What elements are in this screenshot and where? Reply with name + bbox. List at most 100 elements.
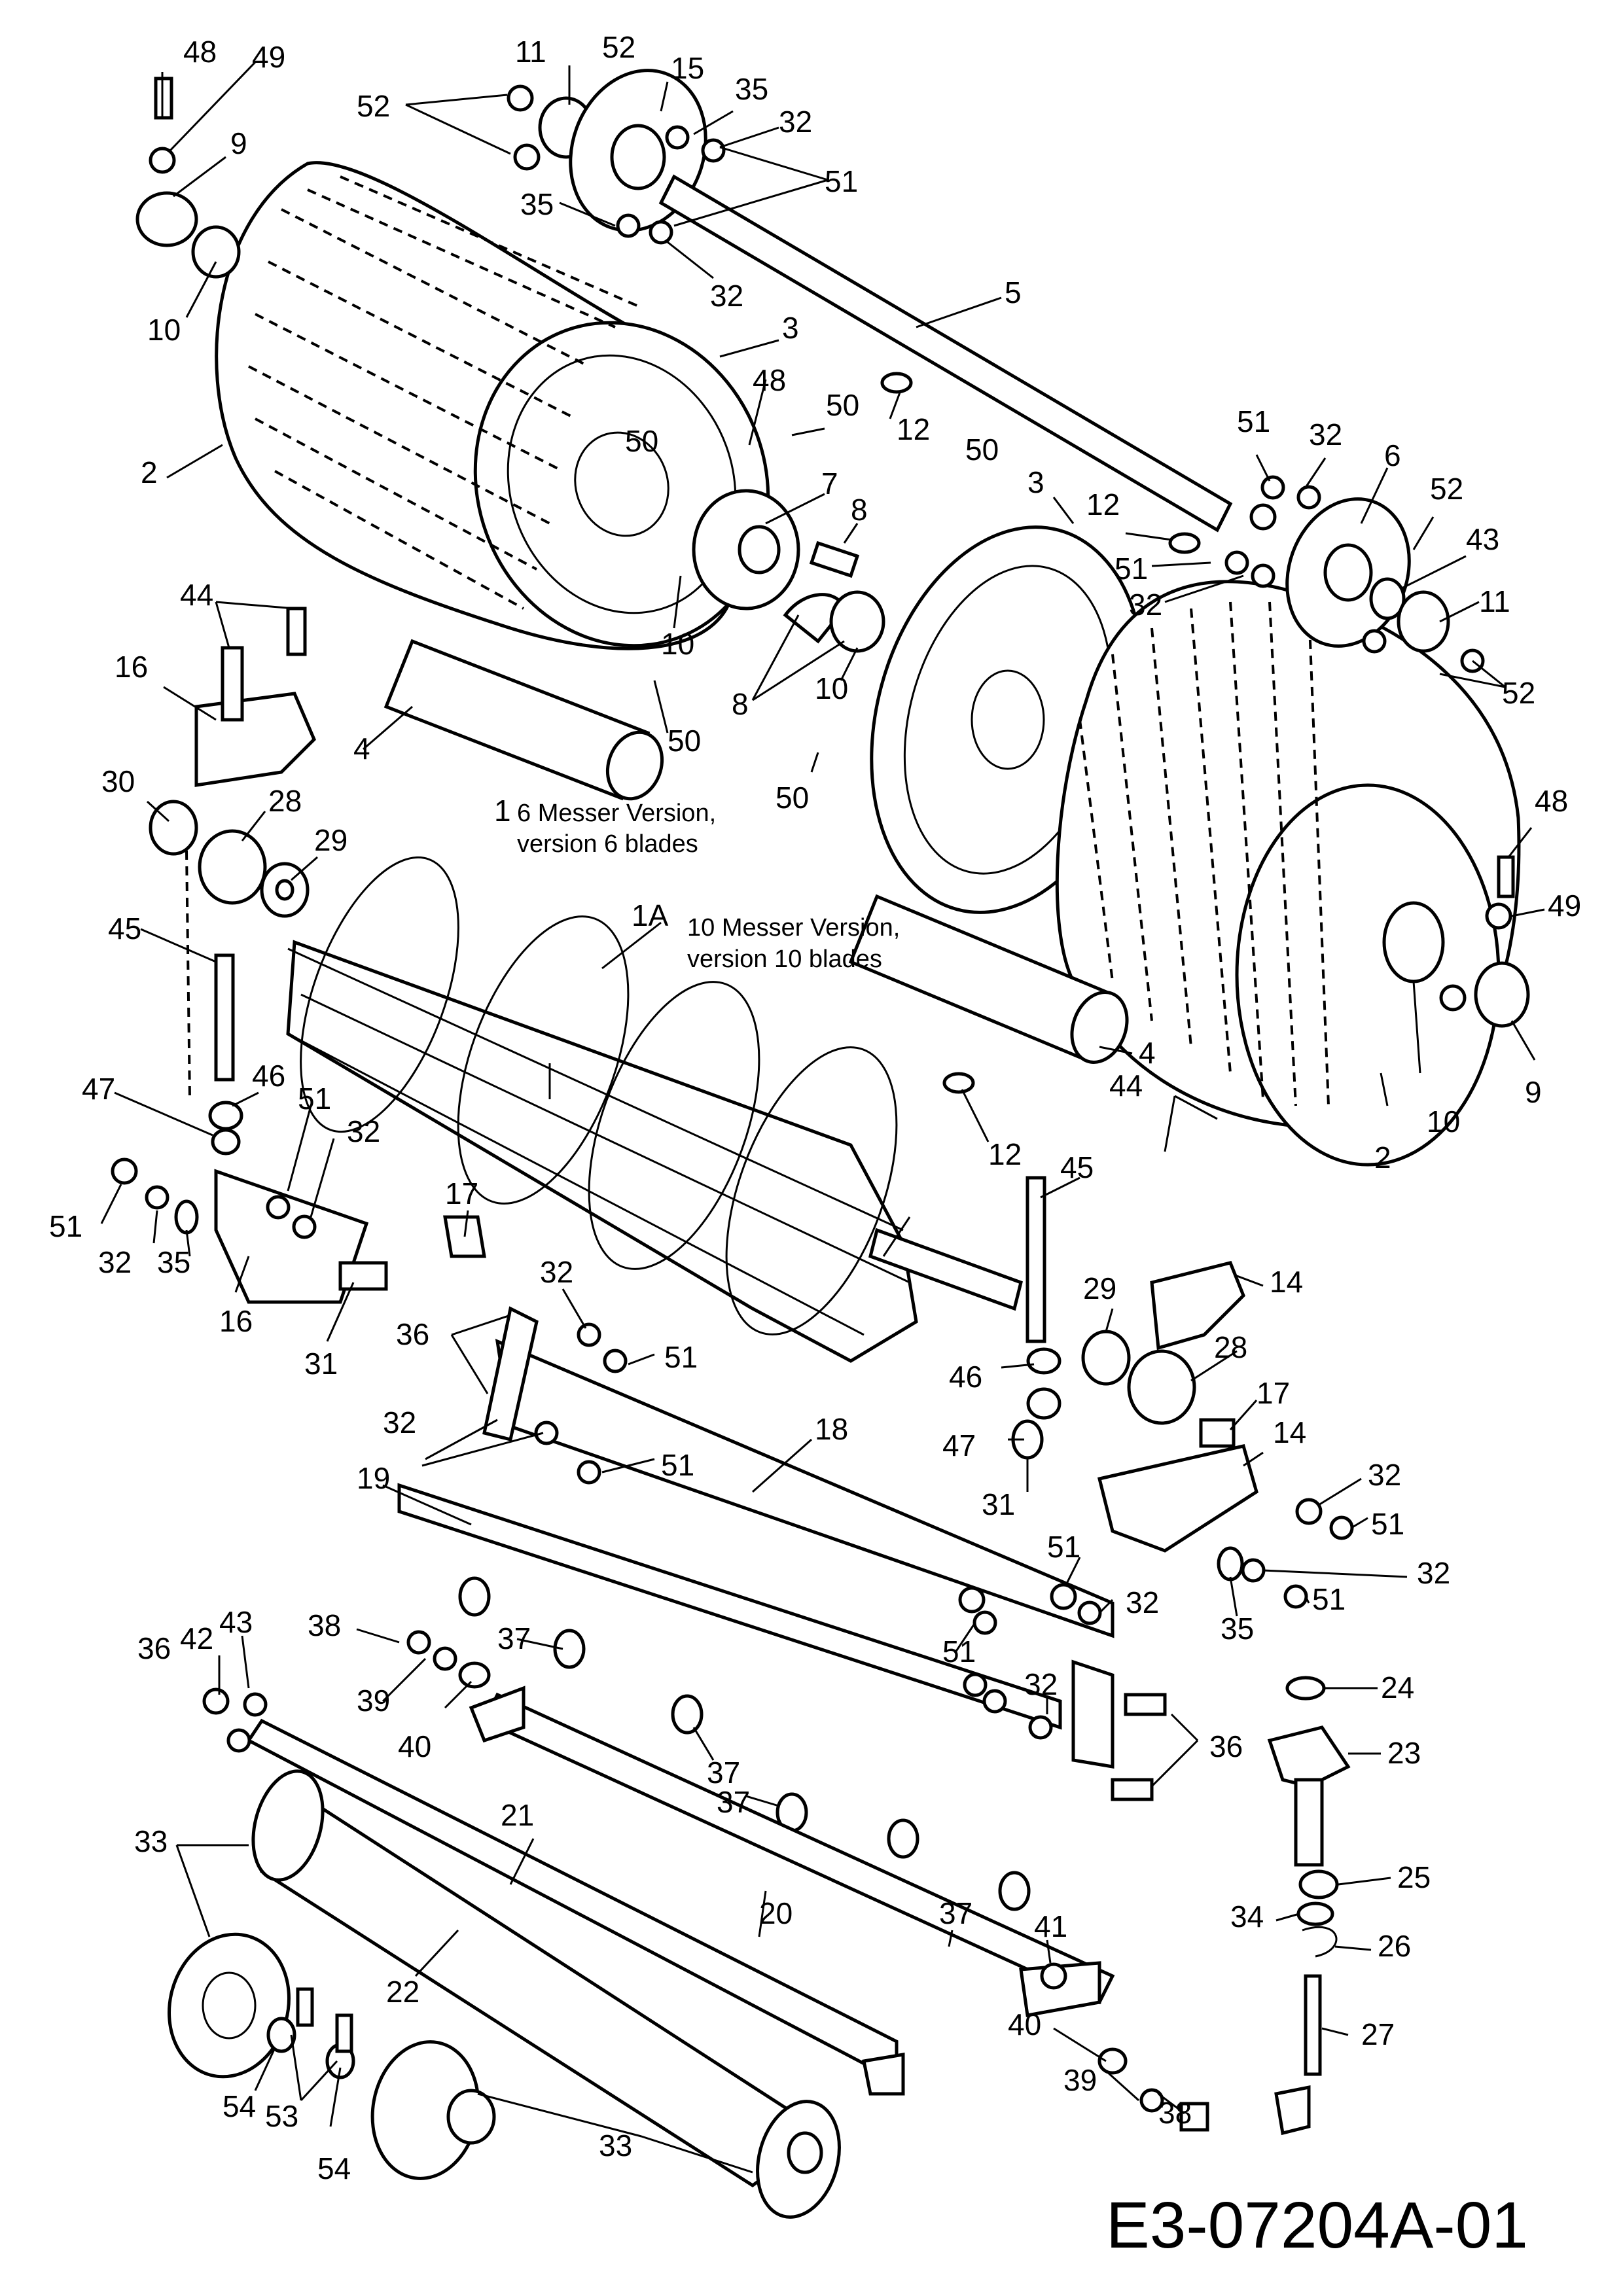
callout-label: 38 bbox=[1158, 2096, 1192, 2130]
callout-label: 51 bbox=[1047, 1530, 1080, 1564]
drawing-code: E3-07204A-01 bbox=[1106, 2189, 1528, 2262]
callout-label: 29 bbox=[314, 823, 348, 857]
callout-label: 32 bbox=[1309, 417, 1342, 451]
callout-label: 18 bbox=[815, 1412, 848, 1446]
callout-label: 38 bbox=[308, 1608, 341, 1642]
callout-label: 23 bbox=[1387, 1736, 1421, 1770]
callout-label: 11 bbox=[1479, 584, 1510, 618]
callout-label: 27 bbox=[1361, 2017, 1395, 2051]
callout-label: 50 bbox=[625, 424, 658, 458]
bearing-set-left bbox=[111, 607, 486, 1304]
callout-label: 32 bbox=[1024, 1667, 1058, 1701]
callout-label: 54 bbox=[317, 2151, 351, 2185]
callout-label: 6 bbox=[1384, 438, 1401, 472]
callout-label: 37 bbox=[497, 1621, 531, 1655]
callout-label: 44 bbox=[180, 578, 213, 612]
callout-label: 33 bbox=[134, 1824, 168, 1858]
callout-label: 16 bbox=[115, 650, 148, 684]
callout-label: 43 bbox=[1466, 522, 1499, 556]
callout-label: 3 bbox=[1027, 465, 1044, 499]
callout-label: 28 bbox=[1214, 1330, 1247, 1364]
roller-end-caps bbox=[168, 1932, 496, 2180]
callout-label: 11 bbox=[515, 35, 546, 69]
callout-label: 50 bbox=[965, 433, 999, 467]
callout-label: 12 bbox=[988, 1137, 1022, 1171]
callout-label: 35 bbox=[1221, 1612, 1254, 1646]
callout-label: 46 bbox=[252, 1059, 285, 1093]
bottom-small-parts bbox=[202, 1630, 1209, 2132]
callout-label: 45 bbox=[1060, 1150, 1094, 1184]
callout-label: 39 bbox=[1063, 2063, 1097, 2097]
note-6-blade-en: version 6 blades bbox=[517, 830, 698, 858]
callout-label: 10 bbox=[661, 627, 694, 661]
callout-label: 48 bbox=[183, 35, 217, 69]
callout-labels: 48 49 9 10 11 52 52 15 35 32 51 35 32 5 … bbox=[49, 30, 1581, 2185]
callout-label: 5 bbox=[1005, 275, 1022, 309]
callout-label: 36 bbox=[396, 1317, 429, 1351]
callout-label: 52 bbox=[1502, 676, 1535, 710]
callout-label: 32 bbox=[540, 1255, 573, 1289]
callout-label: 53 bbox=[265, 2099, 298, 2133]
callout-label: 51 bbox=[1237, 404, 1270, 438]
callout-label: 12 bbox=[1086, 487, 1120, 521]
callout-label: 7 bbox=[821, 467, 838, 501]
callout-label: 51 bbox=[825, 164, 858, 198]
tube-4-right bbox=[848, 894, 1129, 1064]
callout-label: 9 bbox=[230, 126, 247, 160]
bearing-set-right bbox=[1011, 1176, 1354, 1625]
callout-label: 3 bbox=[782, 311, 799, 345]
callout-label: 49 bbox=[252, 40, 285, 74]
callout-label: 51 bbox=[1312, 1582, 1346, 1616]
reel-version-notes: 1 6 Messer Version, version 6 blades 1A … bbox=[494, 794, 900, 973]
callout-label: 48 bbox=[1535, 784, 1568, 818]
callout-label: 43 bbox=[219, 1605, 253, 1639]
callout-label: 14 bbox=[1273, 1415, 1306, 1449]
callout-label: 37 bbox=[717, 1785, 750, 1819]
callout-label: 33 bbox=[599, 2128, 632, 2163]
callout-label: 2 bbox=[141, 455, 158, 489]
tube-4-left bbox=[383, 639, 664, 801]
callout-label: 2 bbox=[1374, 1140, 1391, 1174]
callout-label: 17 bbox=[1257, 1376, 1290, 1410]
callout-label: 32 bbox=[1129, 588, 1162, 622]
callout-label: 29 bbox=[1083, 1271, 1116, 1305]
bearing-cap-9-left bbox=[135, 77, 241, 279]
callout-label: 37 bbox=[939, 1896, 972, 1930]
note-6-blade-number: 1 bbox=[494, 794, 511, 828]
callout-label: 24 bbox=[1381, 1670, 1414, 1704]
callout-label: 16 bbox=[219, 1304, 253, 1338]
key-12 bbox=[880, 372, 913, 394]
callout-label: 54 bbox=[223, 2089, 256, 2123]
callout-label: 30 bbox=[101, 764, 135, 798]
callout-label: 50 bbox=[776, 781, 809, 815]
callout-label: 42 bbox=[180, 1621, 213, 1655]
callout-label: 48 bbox=[753, 363, 786, 397]
callout-label: 52 bbox=[602, 30, 635, 64]
callout-label: 32 bbox=[710, 279, 743, 313]
callout-label: 51 bbox=[298, 1082, 331, 1116]
callout-label: 32 bbox=[347, 1114, 380, 1148]
callout-label: 15 bbox=[671, 51, 704, 85]
callout-label: 8 bbox=[732, 687, 749, 721]
callout-label: 10 bbox=[147, 313, 181, 347]
bed-knife-assembly bbox=[397, 1306, 1167, 1911]
callout-label: 12 bbox=[897, 412, 930, 446]
callout-label: 51 bbox=[1371, 1507, 1404, 1541]
callout-label: 31 bbox=[982, 1487, 1015, 1521]
callout-label: 28 bbox=[268, 784, 302, 818]
callout-label: 10 bbox=[815, 671, 848, 705]
note-10-blade-de: 10 Messer Version, bbox=[687, 914, 900, 942]
drum-roller-right bbox=[870, 525, 1530, 1167]
callout-label: 47 bbox=[942, 1428, 976, 1462]
callout-label: 50 bbox=[668, 724, 701, 758]
callout-label: 47 bbox=[82, 1072, 115, 1106]
callout-label: 8 bbox=[851, 493, 868, 527]
callout-label: 4 bbox=[353, 732, 370, 766]
callout-label: 35 bbox=[735, 72, 768, 106]
callout-label: 32 bbox=[1368, 1458, 1401, 1492]
callout-label: 49 bbox=[1548, 889, 1581, 923]
callout-label: 35 bbox=[157, 1245, 190, 1279]
callout-label: 19 bbox=[357, 1461, 390, 1495]
callout-label: 36 bbox=[137, 1631, 171, 1665]
parts-drawing bbox=[111, 69, 1530, 2219]
